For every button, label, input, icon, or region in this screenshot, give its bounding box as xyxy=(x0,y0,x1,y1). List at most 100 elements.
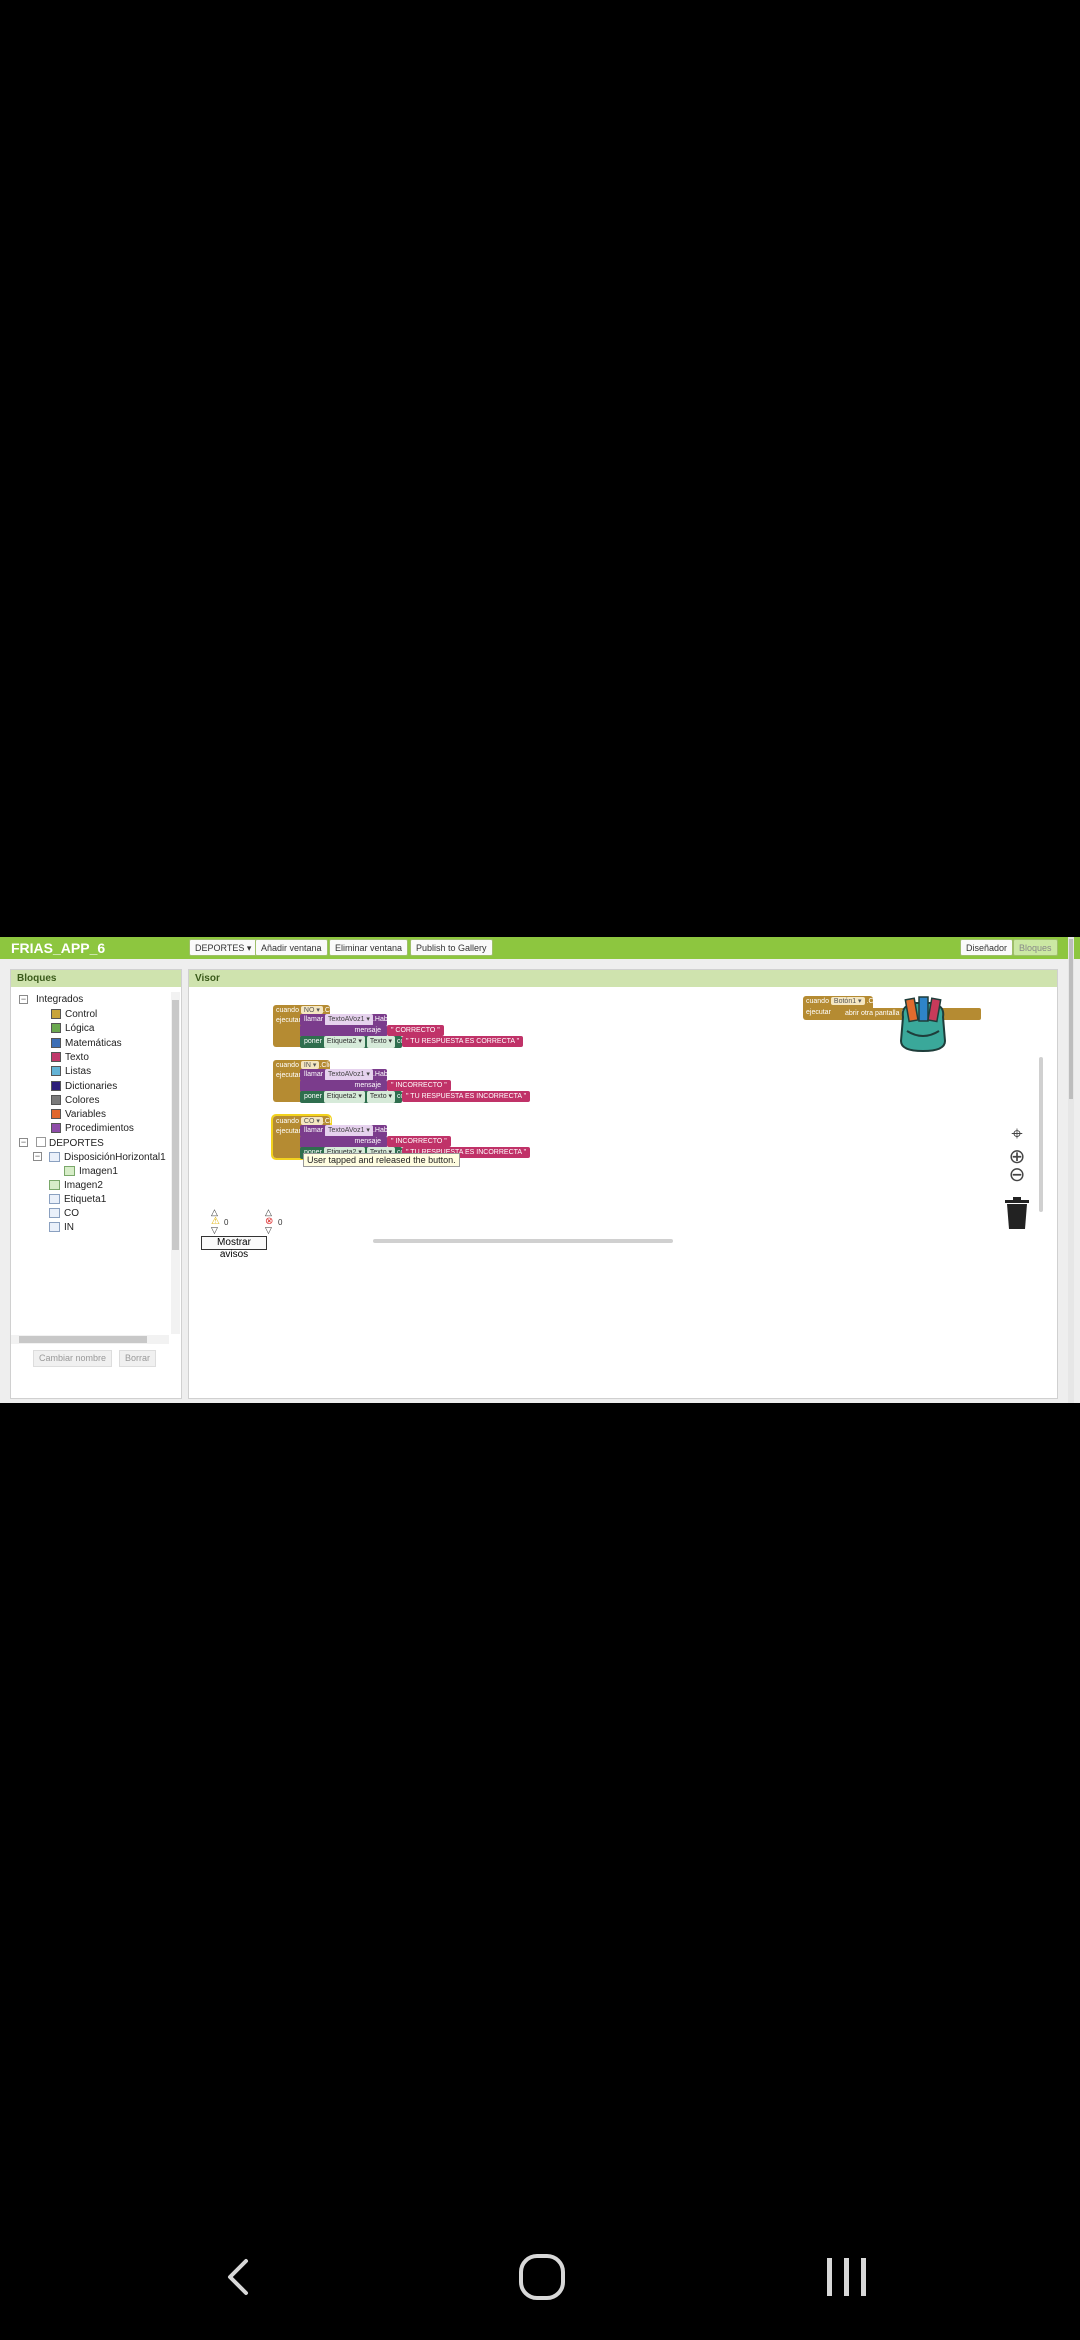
tree-item-builtin[interactable]: Integrados xyxy=(36,994,84,1005)
text-string-block[interactable]: " TU RESPUESTA ES CORRECTA " xyxy=(402,1036,524,1047)
errors-count: 0 xyxy=(278,1218,283,1227)
kw-do: ejecutar xyxy=(276,1072,301,1079)
tree-item-image1[interactable]: Imagen1 xyxy=(79,1166,118,1177)
warning-up-arrow[interactable]: △ xyxy=(211,1207,218,1217)
warning-down-arrow[interactable]: ▽ xyxy=(211,1225,218,1235)
tree-item-matemáticas[interactable]: Matemáticas xyxy=(65,1037,122,1049)
kw-when: cuando xyxy=(276,1118,299,1125)
speech-string-block[interactable]: " INCORRECTO " xyxy=(387,1080,451,1091)
component-selector[interactable]: NO ▾ xyxy=(300,1006,323,1014)
tree-item-procedimientos[interactable]: Procedimientos xyxy=(65,1123,134,1135)
vertical-scrollbar[interactable] xyxy=(171,992,180,1334)
home-icon[interactable] xyxy=(517,2252,567,2302)
text-string-block[interactable]: " TU RESPUESTA ES INCORRECTA " xyxy=(402,1091,531,1102)
set-text-block[interactable]: poner Etiqueta2 ▾ Texto ▾ como xyxy=(300,1036,414,1048)
kw-click: .Clic xyxy=(866,998,881,1005)
zoom-in-icon[interactable]: ⊕ xyxy=(1008,1146,1026,1168)
screen-selector[interactable]: DEPORTES ▾ xyxy=(189,939,258,956)
tree-item-texto[interactable]: Texto xyxy=(65,1051,89,1063)
kw-do: ejecutar xyxy=(276,1128,301,1135)
backpack-icon[interactable] xyxy=(895,995,951,1055)
image-icon xyxy=(64,1166,75,1176)
error-up-arrow[interactable]: △ xyxy=(265,1207,272,1217)
back-icon[interactable] xyxy=(224,2257,254,2297)
scroll-thumb[interactable] xyxy=(172,1000,179,1250)
category-color-icon xyxy=(51,1037,61,1048)
component-selector[interactable]: IN ▾ xyxy=(300,1061,320,1069)
arrangement-icon xyxy=(49,1152,60,1162)
blocks-button[interactable]: Bloques xyxy=(1013,939,1058,956)
top-toolbar: FRIAS_APP_6 DEPORTES ▾ Añadir ventana El… xyxy=(0,937,1080,959)
tree-item-listas[interactable]: Listas xyxy=(65,1066,92,1078)
category-color-icon xyxy=(51,1123,61,1134)
add-screen-button[interactable]: Añadir ventana xyxy=(255,939,328,956)
kw-when: cuando xyxy=(276,1062,299,1069)
label-selector[interactable]: Etiqueta2 ▾ xyxy=(323,1036,365,1048)
tts-selector[interactable]: TextoAVoz1 ▾ xyxy=(325,1069,373,1081)
tts-selector[interactable]: TextoAVoz1 ▾ xyxy=(325,1125,373,1137)
property-selector[interactable]: Texto ▾ xyxy=(366,1091,396,1103)
tree-item-dictionaries[interactable]: Dictionaries xyxy=(65,1080,118,1092)
designer-button[interactable]: Diseñador xyxy=(960,939,1014,956)
category-color-icon xyxy=(51,1094,61,1105)
error-icon: ⊗ xyxy=(265,1216,274,1227)
tree-item-colores[interactable]: Colores xyxy=(65,1094,100,1106)
component-selector[interactable]: CO ▾ xyxy=(300,1117,323,1125)
kw-when: cuando xyxy=(806,998,829,1005)
zoom-out-icon[interactable]: ⊖ xyxy=(1008,1164,1026,1186)
speech-string-block[interactable]: " INCORRECTO " xyxy=(387,1136,451,1147)
collapse-icon[interactable]: − xyxy=(19,1137,28,1147)
tree-item-image2[interactable]: Imagen2 xyxy=(64,1180,103,1191)
label-icon xyxy=(49,1194,60,1204)
kw-when: cuando xyxy=(276,1007,299,1014)
tooltip: User tapped and released the button. xyxy=(303,1153,460,1167)
collapse-icon[interactable]: − xyxy=(19,994,28,1004)
tree-item-variables[interactable]: Variables xyxy=(65,1109,106,1121)
scroll-thumb[interactable] xyxy=(19,1336,147,1343)
tts-selector[interactable]: TextoAVoz1 ▾ xyxy=(325,1014,373,1026)
workspace-vertical-scrollbar[interactable] xyxy=(1039,1057,1043,1212)
tree-item-control[interactable]: Control xyxy=(65,1009,98,1020)
tree-item-screen[interactable]: DEPORTES xyxy=(49,1138,104,1149)
show-warnings-button[interactable]: Mostrar avisos xyxy=(201,1236,267,1260)
method-speak: .Hablar xyxy=(372,1127,396,1134)
text-string-block[interactable]: " TU RESPUESTA ES INCORRECTA " xyxy=(402,1147,531,1158)
trash-icon[interactable] xyxy=(1003,1196,1031,1230)
call-speak-block[interactable]: llamar TextoAVoz1 ▾.Hablar xyxy=(300,1069,396,1081)
call-speak-block[interactable]: llamar TextoAVoz1 ▾.Hablar xyxy=(300,1014,396,1026)
tree-item-arrangement[interactable]: DisposiciónHorizontal1 xyxy=(64,1152,166,1163)
recenter-icon[interactable]: ⌖ xyxy=(1011,1123,1023,1145)
speech-string-block[interactable]: " CORRECTO " xyxy=(387,1025,444,1036)
recents-icon[interactable] xyxy=(824,2256,870,2298)
message-socket: mensaje xyxy=(300,1080,387,1092)
app-inventor-window: FRIAS_APP_6 DEPORTES ▾ Añadir ventana El… xyxy=(0,937,1080,1403)
label-selector[interactable]: Etiqueta2 ▾ xyxy=(323,1091,365,1103)
rename-button[interactable]: Cambiar nombre xyxy=(33,1350,113,1367)
property-selector[interactable]: Texto ▾ xyxy=(366,1036,396,1048)
tree-item-label1[interactable]: Etiqueta1 xyxy=(64,1194,107,1205)
remove-screen-button[interactable]: Eliminar ventana xyxy=(329,939,409,956)
kw-set: poner xyxy=(304,1038,322,1045)
tree-item-co[interactable]: CO xyxy=(64,1208,79,1219)
tree-item-lógica[interactable]: Lógica xyxy=(65,1023,95,1035)
horizontal-scrollbar[interactable] xyxy=(11,1335,169,1344)
publish-gallery-button[interactable]: Publish to Gallery xyxy=(410,939,493,956)
call-speak-block[interactable]: llamar TextoAVoz1 ▾.Hablar xyxy=(300,1125,396,1137)
collapse-icon[interactable]: − xyxy=(33,1151,42,1161)
category-color-icon xyxy=(51,1051,61,1062)
method-speak: .Hablar xyxy=(372,1071,396,1078)
page-scrollbar[interactable] xyxy=(1068,937,1074,1403)
set-text-block[interactable]: poner Etiqueta2 ▾ Texto ▾ como xyxy=(300,1091,414,1103)
tree-item-in[interactable]: IN xyxy=(64,1222,74,1233)
method-speak: .Hablar xyxy=(372,1016,396,1023)
error-down-arrow[interactable]: ▽ xyxy=(265,1225,272,1235)
delete-button[interactable]: Borrar xyxy=(119,1350,157,1367)
kw-call: llamar xyxy=(304,1071,324,1078)
kw-call: llamar xyxy=(304,1016,324,1023)
workspace-horizontal-scrollbar[interactable] xyxy=(373,1239,673,1243)
kw-click: .Clic xyxy=(319,1062,334,1069)
kw-click: .Clic xyxy=(322,1118,337,1125)
component-selector[interactable]: Botón1 ▾ xyxy=(830,997,865,1005)
project-title: FRIAS_APP_6 xyxy=(11,940,106,956)
